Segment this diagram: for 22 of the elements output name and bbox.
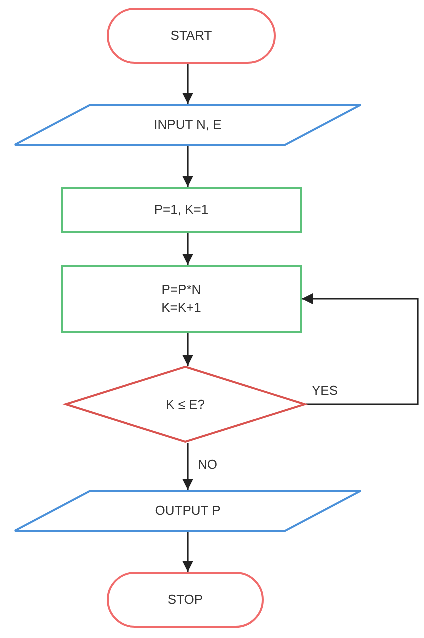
input-parallelogram: [14, 104, 362, 146]
decision-diamond: [65, 366, 306, 443]
node-label: K ≤ E?: [166, 396, 205, 414]
arrow: [182, 532, 194, 572]
arrow: [182, 233, 194, 265]
arrow: [182, 64, 194, 104]
arrow: [302, 293, 419, 406]
arrow: [182, 146, 194, 187]
edge-label: YES: [310, 382, 340, 398]
process-box: [61, 187, 302, 233]
arrow: [182, 333, 194, 366]
node-label: P=P*N: [162, 281, 202, 299]
output-parallelogram: [14, 490, 362, 532]
edge-label: NO: [196, 456, 220, 472]
node-label: START: [170, 27, 212, 45]
process-box: [61, 265, 302, 333]
node-label: P=1, K=1: [154, 201, 209, 219]
node-label: STOP: [168, 591, 204, 609]
node-label: K=K+1: [162, 299, 202, 317]
node-label: OUTPUT P: [155, 502, 221, 520]
node-label: INPUT N, E: [154, 116, 222, 134]
arrow: [182, 443, 194, 490]
